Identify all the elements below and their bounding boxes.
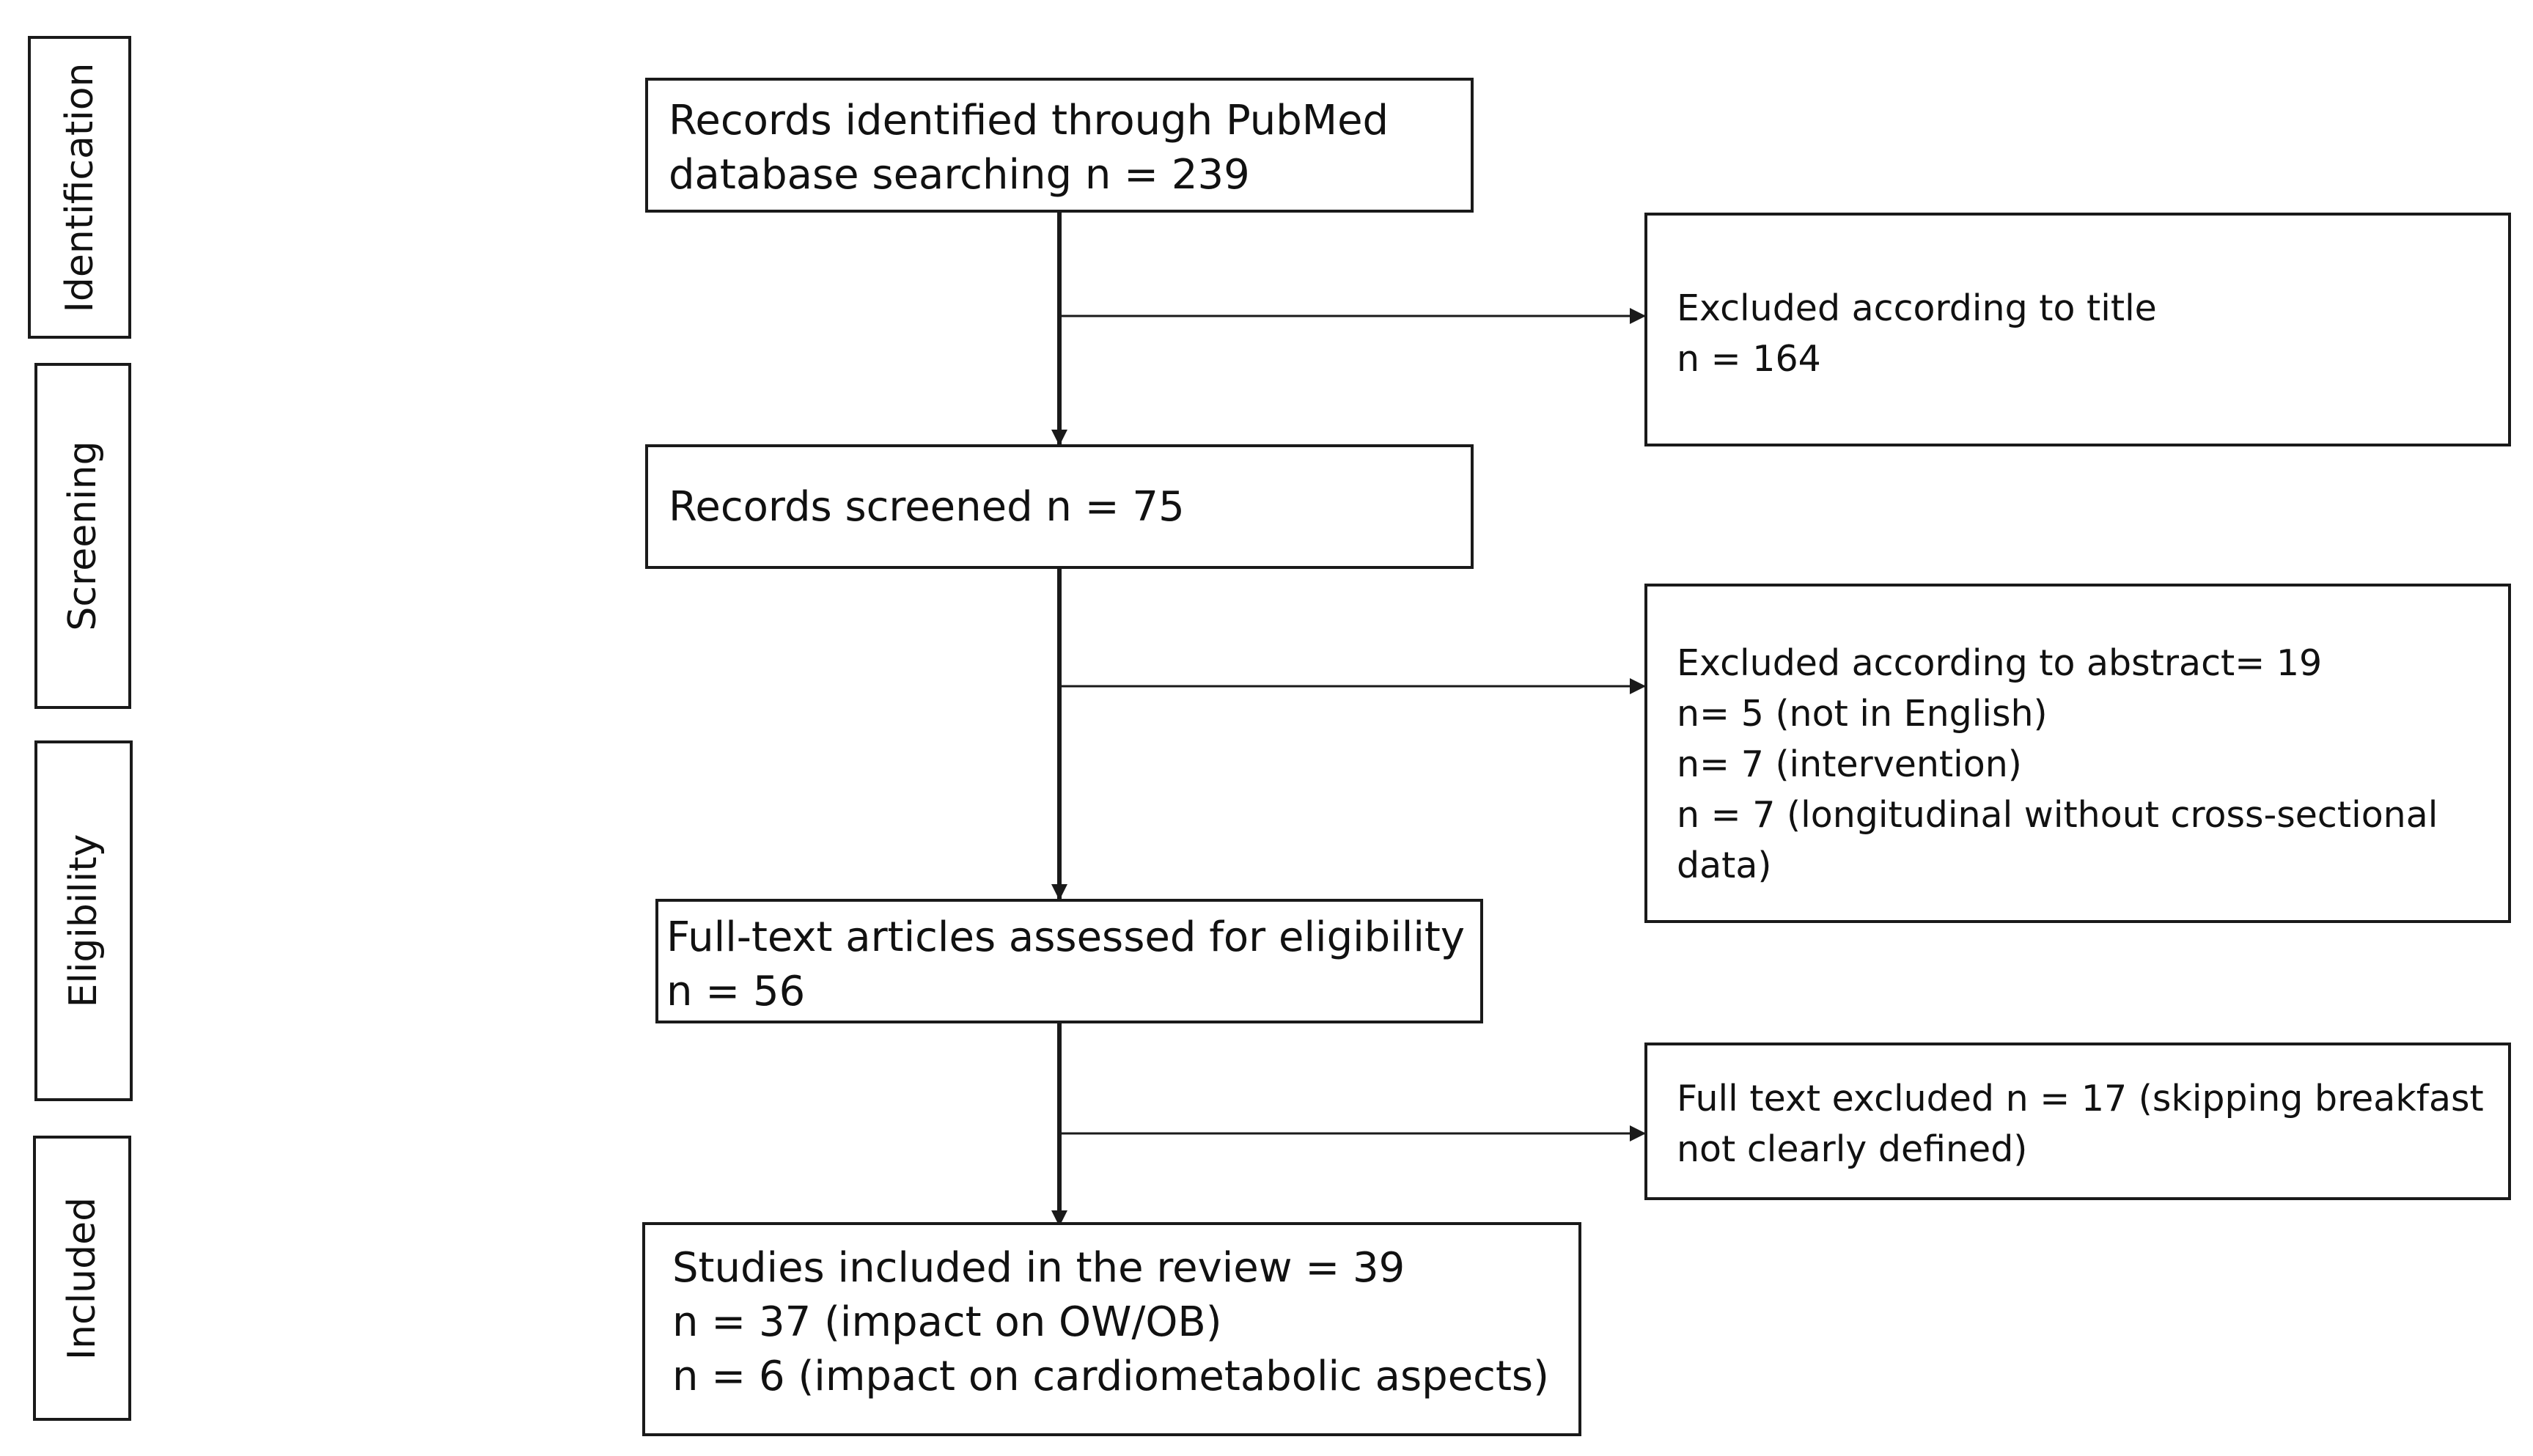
studies-included-line-3: n = 6 (impact on cardiometabolic aspects…: [672, 1353, 1549, 1400]
fulltext-assessed-box: Full-text articles assessed for eligibil…: [655, 899, 1483, 1023]
excluded-abstract-line-1: Excluded according to abstract= 19: [1677, 642, 2323, 684]
excluded-title-box: Excluded according to title n = 164: [1644, 213, 2511, 446]
excluded-title-line-1: Excluded according to title: [1677, 287, 2157, 329]
excluded-abstract-line-5: data): [1677, 845, 1772, 886]
stage-identification-box: Identification: [28, 36, 131, 339]
excluded-fulltext-line-2: not clearly defined): [1677, 1128, 2028, 1170]
excluded-title-line-2: n = 164: [1677, 338, 1821, 380]
studies-included-box: Studies included in the review = 39 n = …: [642, 1222, 1581, 1436]
stage-screening-label: Screening: [61, 441, 105, 631]
stage-included-label: Included: [60, 1196, 104, 1360]
records-identified-line-2: database searching n = 239: [669, 151, 1250, 199]
excluded-fulltext-box: Full text excluded n = 17 (skipping brea…: [1644, 1043, 2511, 1200]
records-screened-box: Records screened n = 75: [645, 444, 1474, 569]
excluded-abstract-line-3: n= 7 (intervention): [1677, 743, 2022, 785]
excluded-abstract-line-4: n = 7 (longitudinal without cross-sectio…: [1677, 794, 2438, 836]
records-identified-line-1: Records identified through PubMed: [669, 97, 1389, 144]
stage-eligibility-label: Eligibility: [62, 834, 106, 1008]
records-screened-line-1: Records screened n = 75: [669, 483, 1185, 531]
stage-eligibility-box: Eligibility: [34, 740, 133, 1101]
excluded-abstract-line-2: n= 5 (not in English): [1677, 693, 2048, 735]
excluded-fulltext-line-1: Full text excluded n = 17 (skipping brea…: [1677, 1078, 2484, 1119]
stage-screening-box: Screening: [34, 363, 131, 709]
studies-included-line-2: n = 37 (impact on OW/OB): [672, 1298, 1222, 1346]
fulltext-assessed-line-2: n = 56: [666, 968, 806, 1015]
stage-included-box: Included: [33, 1136, 131, 1421]
stage-identification-label: Identification: [57, 62, 102, 312]
fulltext-assessed-line-1: Full-text articles assessed for eligibil…: [666, 913, 1465, 961]
excluded-abstract-box: Excluded according to abstract= 19 n= 5 …: [1644, 584, 2511, 923]
records-identified-box: Records identified through PubMed databa…: [645, 78, 1474, 213]
studies-included-line-1: Studies included in the review = 39: [672, 1244, 1405, 1292]
